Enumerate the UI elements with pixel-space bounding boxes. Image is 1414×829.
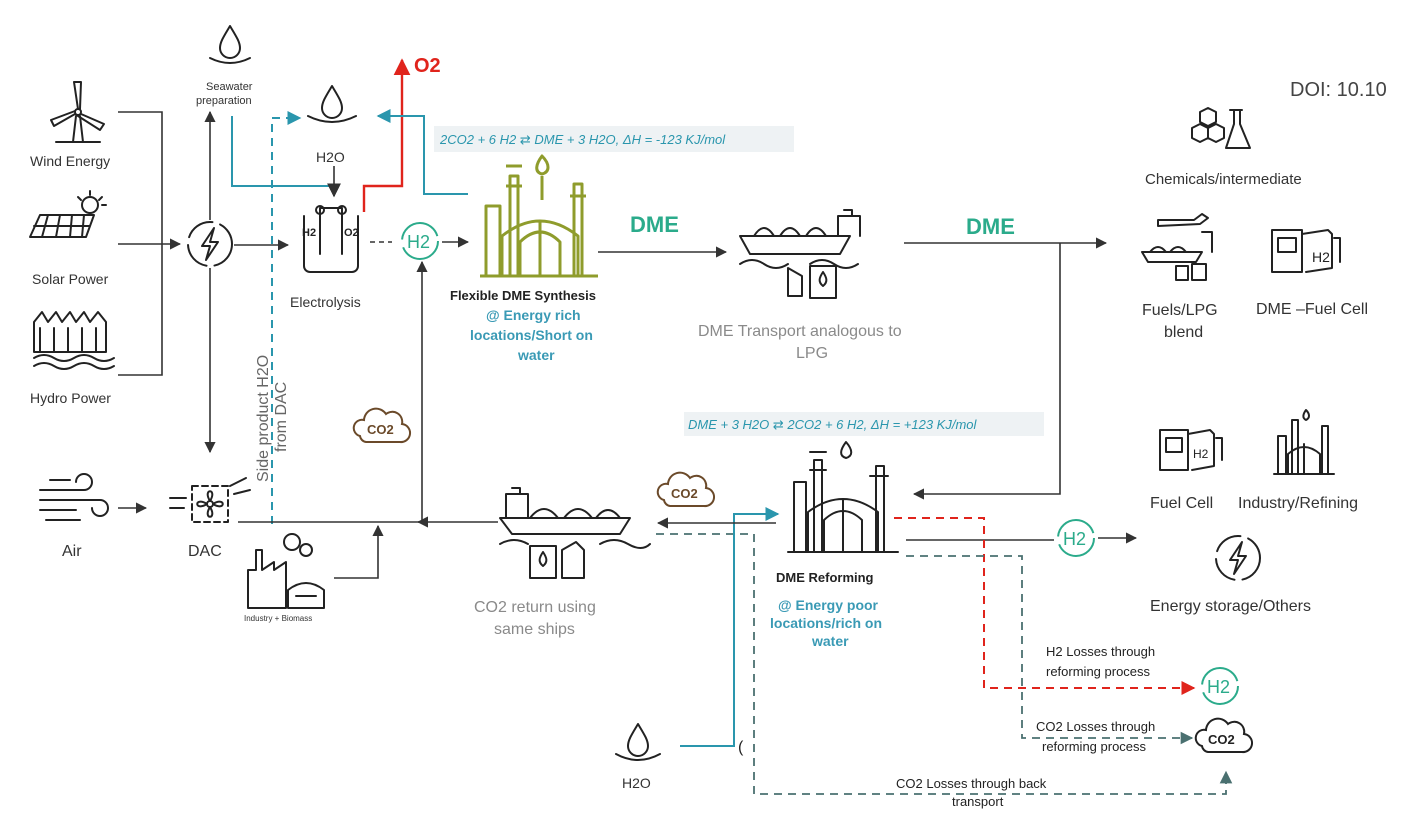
co2-mid-label: CO2 — [367, 422, 394, 437]
industry-refinery-icon — [1273, 409, 1335, 475]
reforming-equation: DME + 3 H2O ⇄ 2CO2 + 6 H2, ΔH = +123 KJ/… — [688, 417, 978, 432]
synthesis-equation: 2CO2 + 6 H2 ⇄ DME + 3 H2O, ΔH = -123 KJ/… — [439, 132, 726, 147]
co2-return-caption-1: CO2 return using — [474, 599, 596, 616]
synthesis-water-return-arrow — [376, 109, 468, 195]
air-label: Air — [62, 543, 82, 560]
water-to-reforming-arrow — [680, 507, 780, 747]
fuels-label-2: blend — [1164, 324, 1203, 341]
transport-caption-1: DME Transport analogous to — [698, 323, 902, 340]
wind-energy-label: Wind Energy — [30, 153, 110, 169]
co2-losses-icon — [1194, 717, 1253, 754]
fuels-icon — [1141, 213, 1213, 281]
water-drop-icon — [307, 85, 357, 123]
reforming-water-label: H2O — [622, 775, 651, 791]
dme-fuel-cell-label: DME –Fuel Cell — [1256, 301, 1368, 318]
wind-to-power-line — [118, 111, 163, 245]
electrolyzer-h2-text: H2 — [302, 227, 316, 239]
electrolyzer-o2-text: O2 — [344, 227, 359, 239]
h2-cycle-icon — [401, 222, 439, 260]
doi-text: DOI: 10.10 — [1290, 79, 1387, 101]
reforming-refinery-icon — [787, 441, 899, 553]
synthesis-sub-3: water — [517, 347, 555, 363]
dme-label-2: DME — [966, 214, 1015, 239]
synthesis-sub-1: @ Energy rich — [486, 307, 581, 323]
h2-losses-label-2: reforming process — [1046, 664, 1151, 679]
electrolysis-water-label: H2O — [316, 149, 345, 165]
side-product-label-2: from DAC — [273, 382, 290, 452]
reforming-h2-icon — [1057, 519, 1095, 557]
synthesis-refinery-icon — [480, 154, 598, 278]
co2-return-caption-2: same ships — [494, 621, 575, 638]
co2-transport-losses-dashed-arrow — [656, 533, 1233, 795]
reforming-sub-1: @ Energy poor — [778, 597, 879, 613]
chemicals-label: Chemicals/intermediate — [1145, 171, 1302, 188]
energy-storage-icon — [1215, 535, 1261, 581]
synthesis-title: Flexible DME Synthesis — [450, 288, 596, 303]
fuel-cell-h2: H2 — [1193, 447, 1209, 461]
dme-fuel-cell-h2: H2 — [1312, 249, 1330, 265]
reforming-equation-box — [684, 412, 1044, 436]
solar-panel-icon — [29, 190, 107, 238]
synthesis-equation-box — [434, 126, 794, 152]
h2-cycle-label: H2 — [407, 232, 430, 252]
co2-reform-losses-dashed-arrow — [906, 555, 1194, 745]
dac-label: DAC — [188, 543, 222, 560]
co2-losses-icon-label: CO2 — [1208, 732, 1235, 747]
industry-to-co2-arrow — [334, 524, 384, 579]
dac-water-dashed-line — [271, 111, 302, 524]
fuel-cell-icon — [1159, 429, 1223, 471]
h2-losses-dashed-arrow — [894, 517, 1196, 695]
dme-label-1: DME — [630, 212, 679, 237]
transport-caption-2: LPG — [796, 345, 828, 362]
fuel-cell-label: Fuel Cell — [1150, 495, 1213, 512]
h2-losses-label-1: H2 Losses through — [1046, 644, 1155, 659]
ship-to-reforming-arrow — [912, 243, 1061, 500]
chemicals-icon — [1191, 107, 1251, 149]
fuels-label-1: Fuels/LPG — [1142, 302, 1218, 319]
co2-reform-losses-label-2: reforming process — [1042, 739, 1147, 754]
solar-power-label: Solar Power — [32, 271, 109, 287]
side-product-label-1: Side product H2O — [255, 355, 272, 482]
lightning-icon — [187, 221, 233, 267]
oxygen-label: O2 — [414, 55, 441, 77]
co2-cloud-icon-mid — [352, 407, 411, 444]
reforming-sub-3: water — [811, 633, 849, 649]
industry-refining-label: Industry/Refining — [1238, 495, 1358, 512]
reforming-h2-label: H2 — [1063, 529, 1086, 549]
seawater-label-2: preparation — [196, 95, 252, 107]
factory-icon — [247, 533, 325, 609]
industry-biomass-label: Industry + Biomass — [244, 614, 312, 623]
electrolyzer-icon — [303, 205, 359, 273]
reforming-water-drop-icon — [615, 723, 661, 761]
co2-transport-losses-label-2: transport — [952, 794, 1004, 809]
fan-icon — [169, 477, 251, 523]
co2-ship-label: CO2 — [671, 486, 698, 501]
synthesis-sub-2: locations/Short on — [470, 327, 593, 343]
co2-reform-losses-label-1: CO2 Losses through — [1036, 719, 1155, 734]
hydro-dam-icon — [33, 311, 115, 370]
hydro-to-power-line — [118, 245, 163, 376]
dme-ship-icon — [739, 209, 861, 299]
reforming-sub-2: locations/rich on — [770, 615, 882, 631]
co2-ship-icon — [499, 487, 651, 579]
electrolysis-label: Electrolysis — [290, 294, 361, 310]
energy-storage-label: Energy storage/Others — [1150, 598, 1311, 615]
wind-turbine-icon — [50, 81, 105, 143]
co2-transport-losses-label-1: CO2 Losses through back — [896, 776, 1047, 791]
dme-fuel-cell-icon — [1271, 229, 1341, 273]
reforming-title: DME Reforming — [776, 570, 874, 585]
seawater-label-1: Seawater — [206, 81, 253, 93]
seawater-drop-icon — [209, 25, 251, 64]
bracket-mark: ( — [738, 739, 744, 756]
co2-cloud-icon-ship — [656, 471, 715, 508]
air-wind-icon — [39, 473, 109, 521]
h2-losses-icon — [1201, 667, 1239, 705]
h2-losses-icon-label: H2 — [1207, 677, 1230, 697]
oxygen-output-arrow — [362, 58, 411, 212]
hydro-power-label: Hydro Power — [30, 390, 111, 406]
